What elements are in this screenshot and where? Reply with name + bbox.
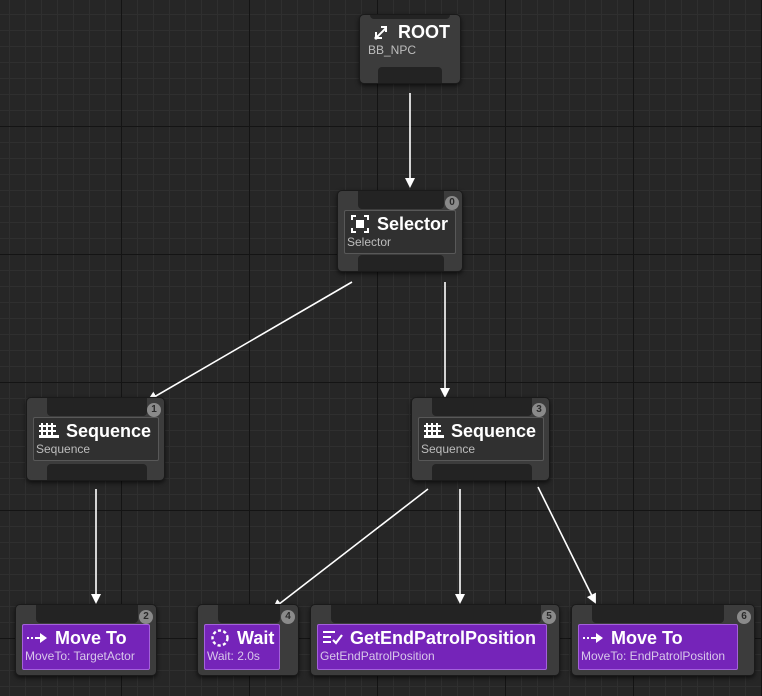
- wait-index-badge: 4: [281, 610, 295, 624]
- sequence-right-subtitle: Sequence: [421, 442, 476, 456]
- selector-title-text: Selector: [377, 213, 449, 234]
- get-end-patrol-title: GetEndPatrolPosition: [322, 627, 536, 649]
- link-sequence-right-moveto-end: [537, 486, 596, 604]
- move-to-target-title-text: Move To: [55, 627, 127, 648]
- get-end-patrol-title-text: GetEndPatrolPosition: [350, 627, 537, 648]
- selector-icon: [349, 213, 371, 235]
- root-subtitle: BB_NPC: [368, 43, 417, 57]
- move-to-end-index-badge: 6: [737, 610, 751, 624]
- move-to-end-input-pin[interactable]: [592, 605, 724, 623]
- root-title-text: ROOT: [398, 21, 450, 42]
- sequence-left-subtitle: Sequence: [36, 442, 91, 456]
- selector-node[interactable]: 0 Selector Selector: [337, 190, 463, 272]
- move-to-end-title-text: Move To: [611, 627, 683, 648]
- wait-title: Wait: [209, 627, 274, 649]
- sequence-left-input-pin[interactable]: [47, 398, 147, 416]
- move-to-target-subtitle: MoveTo: TargetActor: [25, 649, 135, 663]
- wait-subtitle: Wait: 2.0s: [207, 649, 260, 663]
- wait-icon: [209, 627, 231, 649]
- sequence-right-title: Sequence: [423, 420, 536, 442]
- get-end-patrol-subtitle: GetEndPatrolPosition: [320, 649, 435, 663]
- get-end-patrol-position-node[interactable]: 5 GetEndPatrolPosition GetEndPatrolPosit…: [310, 604, 560, 676]
- move-to-target-title: Move To: [27, 627, 127, 649]
- sequence-left-title: Sequence: [38, 420, 151, 442]
- link-selector-sequence-left: [147, 281, 353, 402]
- get-end-patrol-body: GetEndPatrolPosition GetEndPatrolPositio…: [317, 624, 547, 670]
- sequence-left-title-text: Sequence: [66, 420, 152, 441]
- sequence-icon: [423, 420, 445, 442]
- root-body: ROOT BB_NPC: [366, 19, 454, 65]
- root-branch-icon: [370, 21, 392, 43]
- root-title: ROOT: [370, 21, 450, 43]
- task-list-icon: [322, 627, 344, 649]
- sequence-left-output-pin[interactable]: [47, 464, 147, 480]
- sequence-left-body: Sequence Sequence: [33, 417, 159, 461]
- move-to-end-patrol-node[interactable]: 6 Move To MoveTo: EndPatrolPosition: [571, 604, 755, 676]
- sequence-right-input-pin[interactable]: [432, 398, 532, 416]
- selector-body: Selector Selector: [344, 210, 456, 254]
- sequence-node-left[interactable]: 1 Sequence Sequence: [26, 397, 165, 481]
- move-to-end-title: Move To: [583, 627, 683, 649]
- root-node[interactable]: ROOT BB_NPC: [359, 14, 461, 84]
- move-to-target-input-pin[interactable]: [36, 605, 138, 623]
- move-to-target-index-badge: 2: [139, 610, 153, 624]
- root-output-pin[interactable]: [378, 67, 442, 83]
- sequence-right-title-text: Sequence: [451, 420, 537, 441]
- move-to-end-body: Move To MoveTo: EndPatrolPosition: [578, 624, 738, 670]
- sequence-left-index-badge: 1: [147, 403, 161, 417]
- selector-title: Selector: [349, 213, 448, 235]
- selector-output-pin[interactable]: [358, 255, 444, 271]
- wait-input-pin[interactable]: [218, 605, 280, 623]
- sequence-icon: [38, 420, 60, 442]
- selector-input-pin[interactable]: [358, 191, 444, 209]
- move-to-target-node[interactable]: 2 Move To MoveTo: TargetActor: [15, 604, 157, 676]
- get-end-patrol-input-pin[interactable]: [331, 605, 541, 623]
- move-to-target-body: Move To MoveTo: TargetActor: [22, 624, 150, 670]
- wait-body: Wait Wait: 2.0s: [204, 624, 280, 670]
- root-top-pin: [370, 15, 450, 19]
- wait-title-text: Wait: [237, 627, 275, 648]
- selector-subtitle: Selector: [347, 235, 392, 249]
- sequence-right-body: Sequence Sequence: [418, 417, 544, 461]
- get-end-patrol-index-badge: 5: [542, 610, 556, 624]
- move-to-icon: [583, 627, 605, 649]
- sequence-right-output-pin[interactable]: [432, 464, 532, 480]
- wait-node[interactable]: 4 Wait Wait: 2.0s: [197, 604, 299, 676]
- link-sequence-right-wait: [272, 488, 429, 610]
- sequence-right-index-badge: 3: [532, 403, 546, 417]
- move-to-end-subtitle: MoveTo: EndPatrolPosition: [581, 649, 726, 663]
- sequence-node-right[interactable]: 3 Sequence Sequence: [411, 397, 550, 481]
- selector-index-badge: 0: [445, 196, 459, 210]
- move-to-icon: [27, 627, 49, 649]
